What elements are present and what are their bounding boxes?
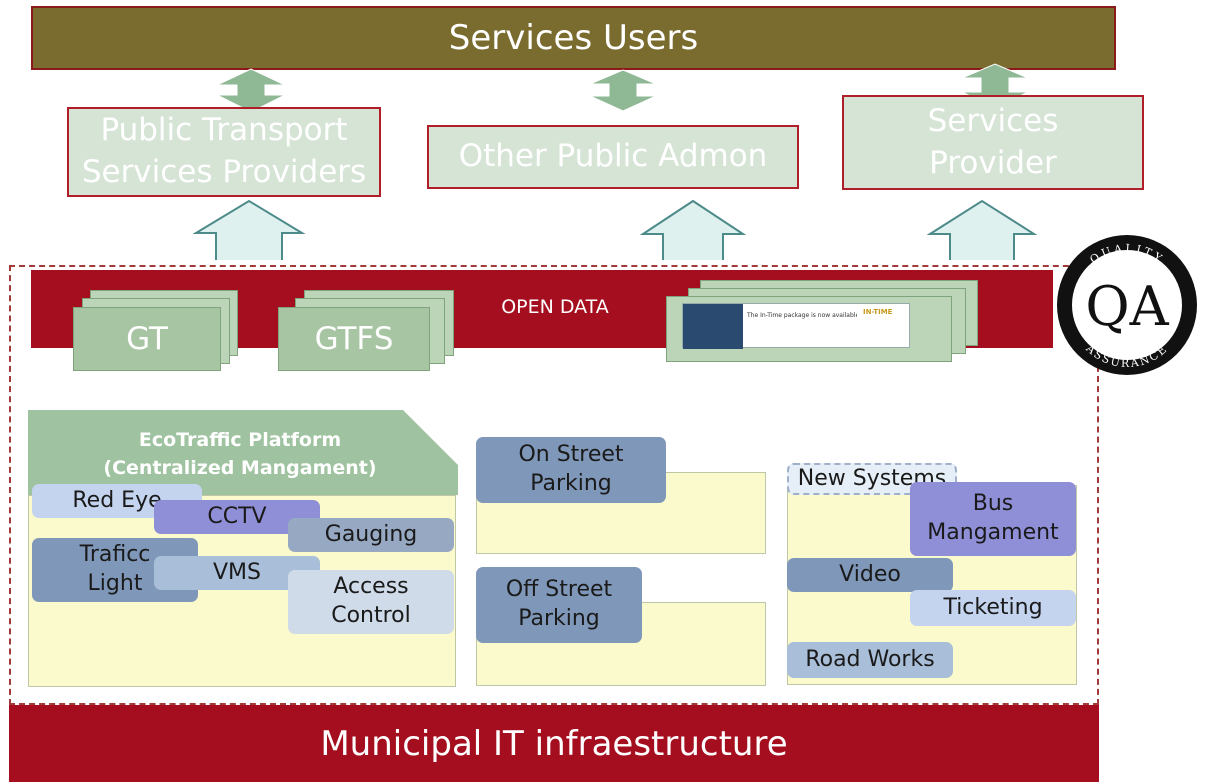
on-street-parking-chip: On Street Parking <box>476 437 666 503</box>
other-public-admon-box: Other Public Admon <box>427 125 799 189</box>
bus-line-1: Bus <box>972 491 1014 517</box>
public-transport-line-1: Public Transport <box>100 112 348 149</box>
gauging-label: Gauging <box>324 521 418 547</box>
access-control-line-2: Control <box>331 603 411 628</box>
red-eye-label: Red Eye <box>72 487 162 513</box>
platform-title: EcoTraffic Platform (Centralized Mangame… <box>100 427 380 487</box>
up-arrow-icon <box>192 199 306 260</box>
municipal-it-banner: Municipal IT infraestructure <box>9 705 1099 782</box>
public-transport-providers-box: Public Transport Services Providers <box>67 107 381 197</box>
off-street-line-2: Parking <box>518 606 600 631</box>
up-arrow-icon <box>639 199 747 260</box>
services-users-label: Services Users <box>448 18 699 58</box>
ticketing-chip: Ticketing <box>910 590 1076 626</box>
up-arrow-icon <box>926 199 1038 260</box>
banner-dark-panel <box>683 304 743 349</box>
services-users-banner: Services Users <box>31 6 1116 70</box>
on-street-line-1: On Street <box>518 442 624 468</box>
off-street-parking-chip: Off Street Parking <box>476 567 642 643</box>
open-data-label: OPEN DATA <box>501 296 609 318</box>
platform-header-shape <box>28 410 458 495</box>
other-public-admon-label: Other Public Admon <box>458 138 768 175</box>
public-transport-line-2: Services Providers <box>81 154 367 190</box>
gauging-chip: Gauging <box>288 518 454 552</box>
double-arrow-icon <box>589 69 657 112</box>
platform-dashed-frame <box>9 265 1099 705</box>
video-chip: Video <box>787 558 953 592</box>
quality-assurance-seal-icon: QUALITY ASSURANCE QA <box>1057 235 1197 375</box>
gt-document: GT <box>73 307 221 371</box>
road-works-label: Road Works <box>805 646 935 672</box>
traffic-light-line-2: Light <box>87 571 143 596</box>
ticketing-label: Ticketing <box>943 594 1043 620</box>
bus-line-2: Mangament <box>927 520 1059 545</box>
traffic-light-line-1: Traficc <box>79 542 151 568</box>
intime-logo: IN-TIME <box>863 308 893 316</box>
services-provider-line-1: Services <box>927 102 1059 139</box>
video-label: Video <box>839 561 901 587</box>
cctv-chip: CCTV <box>154 500 320 534</box>
services-provider-line-2: Provider <box>929 144 1057 181</box>
off-street-line-1: Off Street <box>505 577 613 603</box>
double-arrow-icon <box>216 68 286 113</box>
intime-banner-image: The In-Time package is now available IN-… <box>682 303 910 349</box>
bus-management-chip: Bus Mangament <box>910 482 1076 556</box>
on-street-line-2: Parking <box>530 471 612 496</box>
access-control-chip: Access Control <box>288 570 454 634</box>
road-works-chip: Road Works <box>787 642 953 678</box>
gt-label: GT <box>126 321 168 357</box>
banner-text: The In-Time package is now available <box>747 312 857 319</box>
vms-label: VMS <box>213 559 261 585</box>
qa-letters: QA <box>1085 275 1169 338</box>
cctv-label: CCTV <box>207 503 267 529</box>
access-control-line-1: Access <box>333 574 409 600</box>
platform-title-line-1: EcoTraffic Platform <box>138 429 342 451</box>
gtfs-label: GTFS <box>314 321 394 357</box>
gtfs-document: GTFS <box>278 307 430 371</box>
municipal-it-label: Municipal IT infraestructure <box>320 723 788 764</box>
services-provider-box: Services Provider <box>842 95 1144 190</box>
platform-title-line-2: (Centralized Mangament) <box>103 456 377 479</box>
